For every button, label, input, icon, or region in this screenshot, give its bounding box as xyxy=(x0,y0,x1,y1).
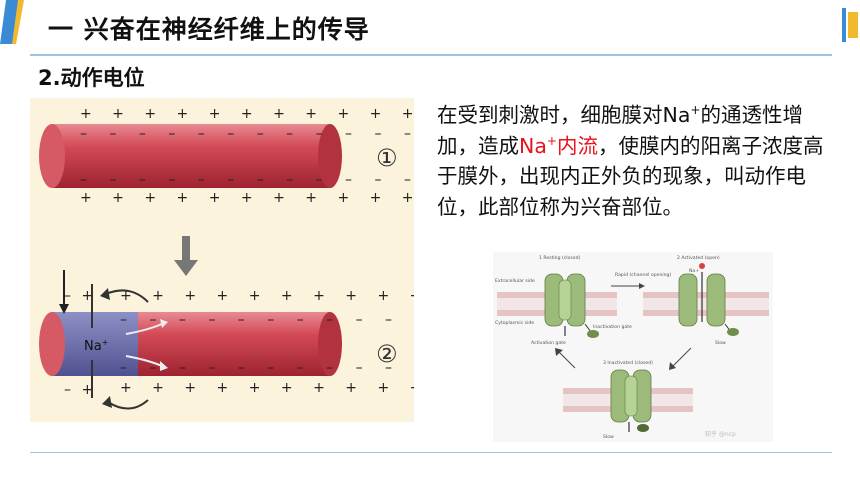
svg-text:+ + + + + + + + + + + +: + + + + + + + + + + + + xyxy=(120,380,414,396)
cytoplasmic-label: Cytoplasmic side xyxy=(495,320,534,326)
svg-text:– +: – + xyxy=(64,288,96,304)
channel-activated xyxy=(678,263,739,336)
section-subtitle: 2.动作电位 xyxy=(38,66,145,90)
label-resting: ① xyxy=(376,144,398,172)
slow-label-2: Slow xyxy=(603,434,614,440)
extracellular-label: Extracellular side xyxy=(495,278,535,284)
description-paragraph: 在受到刺激时，细胞膜对Na+的通透性增加，造成Na+内流，使膜内的阳离子浓度高于… xyxy=(437,100,827,222)
desc-part1: 在受到刺激时，细胞膜对Na xyxy=(437,103,691,127)
cycle-arrows xyxy=(555,283,692,370)
svg-text:+ + + + + + + + + + + + +: + + + + + + + + + + + + + xyxy=(80,106,414,122)
stage2-label: 2 Activated (open) xyxy=(677,255,720,261)
channel-inactivated xyxy=(610,369,652,432)
svg-text:– – – – – – – – – – –: – – – – – – – – – – – xyxy=(120,312,414,328)
desc-part1-sup: + xyxy=(690,103,701,118)
header-accent-right xyxy=(842,8,858,42)
rapid-label: Rapid (channel opening) xyxy=(615,272,671,278)
ion-label: Na xyxy=(84,339,102,354)
transition-arrow xyxy=(174,236,198,276)
highlight-sup: + xyxy=(546,133,557,148)
svg-text:+ + + + + + + + + + + +: + + + + + + + + + + + + xyxy=(120,288,414,304)
excited-axon: – + + + + + + + + + + + + + – – – – – – … xyxy=(39,270,414,410)
svg-text:+ + + + + + + + + + + + +: + + + + + + + + + + + + + xyxy=(80,190,414,206)
axon-diagram: + + + + + + + + + + + + + – – – – – – – … xyxy=(30,98,414,422)
inactivation-gate-label: Inactivation gate xyxy=(593,324,632,330)
desc-part2: 的通透性增加，造成 xyxy=(437,103,803,158)
na-label: Na+ xyxy=(689,268,699,274)
svg-text:– – – – – – – – – – –: – – – – – – – – – – – xyxy=(120,360,414,376)
desc-part3: ，使膜内的阳离子浓度高于膜外，出现内正外负的现象，叫动作电位，此部位称为兴奋部位… xyxy=(437,133,824,219)
bottom-divider xyxy=(30,452,832,453)
channel-resting xyxy=(544,273,599,338)
stage3-label: 3 Inactivated (closed) xyxy=(603,360,653,366)
stage1-label: 1 Resting (closed) xyxy=(539,255,580,261)
highlight-na-influx: Na+内流 xyxy=(519,134,598,158)
svg-text:– – – – – – – – – – – –: – – – – – – – – – – – – xyxy=(80,172,414,188)
svg-text:– – – – – – – – – – – –: – – – – – – – – – – – – xyxy=(80,126,414,142)
resting-axon: + + + + + + + + + + + + + – – – – – – – … xyxy=(39,106,414,206)
watermark: 知乎 @ncp xyxy=(705,430,736,438)
svg-text:– +: – + xyxy=(64,382,96,398)
membrane-2 xyxy=(643,292,769,316)
title-divider xyxy=(30,54,832,56)
svg-text:Na+: Na+ xyxy=(84,338,108,354)
highlight-tail: 内流 xyxy=(556,133,598,158)
page-title: 一 兴奋在神经纤维上的传导 xyxy=(48,15,370,44)
ion-charge: + xyxy=(102,338,109,347)
slow-label-1: Slow xyxy=(715,340,726,346)
activation-gate-label: Activation gate xyxy=(531,340,566,346)
highlight-base: Na xyxy=(519,133,547,158)
header-accent-left xyxy=(0,0,24,44)
label-excited: ② xyxy=(376,340,398,368)
sodium-channel-diagram: 1 Resting (closed) 2 Activated (open) 3 … xyxy=(493,252,773,442)
